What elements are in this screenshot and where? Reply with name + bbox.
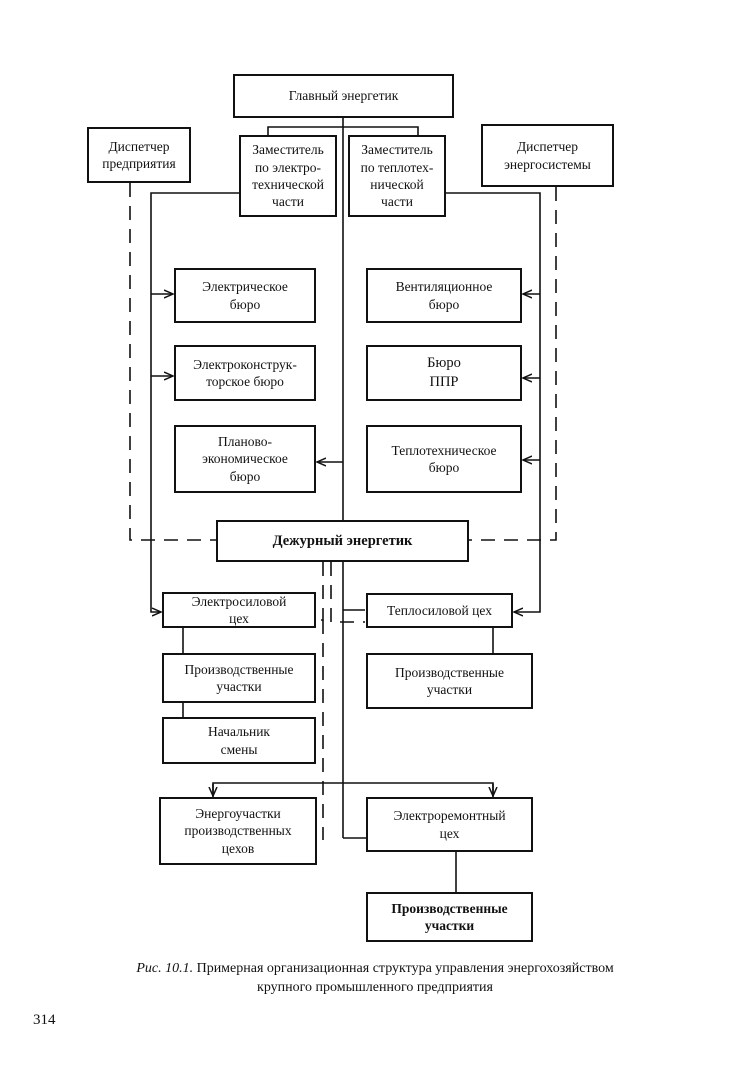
right-frame-line (446, 192, 541, 612)
dispatcher-enterprise-box: Диспетчер предприятия (87, 127, 191, 183)
thermo-power-shop-box: Теплосиловой цех (366, 593, 513, 628)
duty-energy-engineer-box: Дежурный энергетик (216, 520, 469, 562)
chief-energy-engineer-box: Главный энергетик (233, 74, 454, 118)
left-frame-line (150, 192, 240, 612)
caption-line-2: крупного промышленного предприятия (257, 979, 493, 995)
energy-sections-box: Энергоучастки производственных цехов (159, 797, 317, 865)
electric-bureau-box: Электрическое бюро (174, 268, 316, 323)
production-sections-right-box: Производственные участки (366, 653, 533, 709)
production-sections-bottom-box: Производственные участки (366, 892, 533, 942)
figure-label: Рис. 10.1. (136, 961, 194, 976)
dispatcher-enterprise-dashed (129, 183, 216, 541)
page-number: 314 (33, 1012, 56, 1028)
ppr-bureau-box: Бюро ППР (366, 345, 522, 401)
caption-line-1: Примерная организационная структура упра… (196, 961, 614, 976)
electro-repair-shop-box: Электроремонтный цех (366, 797, 533, 852)
shift-chief-box: Начальник смены (162, 717, 316, 764)
electro-power-shop-box: Электросиловой цех (162, 592, 316, 628)
dispatcher-energy-dashed (469, 187, 557, 541)
planning-economic-bureau-box: Планово- экономическое бюро (174, 425, 316, 493)
electro-design-bureau-box: Электроконструк- торское бюро (174, 345, 316, 401)
ventilation-bureau-box: Вентиляционное бюро (366, 268, 522, 323)
thermo-technical-bureau-box: Теплотехническое бюро (366, 425, 522, 493)
figure-caption: Рис. 10.1. Примерная организационная стр… (40, 960, 710, 998)
distribution-bar (212, 782, 494, 797)
chief-deputy-link (267, 126, 419, 135)
deputy-thermo-box: Заместитель по теплотех- нической части (348, 135, 446, 217)
deputy-electro-box: Заместитель по электро- технической част… (239, 135, 337, 217)
production-sections-left-box: Производственные участки (162, 653, 316, 703)
duty-dashed-right (330, 562, 365, 623)
dispatcher-energy-box: Диспетчер энергосистемы (481, 124, 614, 187)
